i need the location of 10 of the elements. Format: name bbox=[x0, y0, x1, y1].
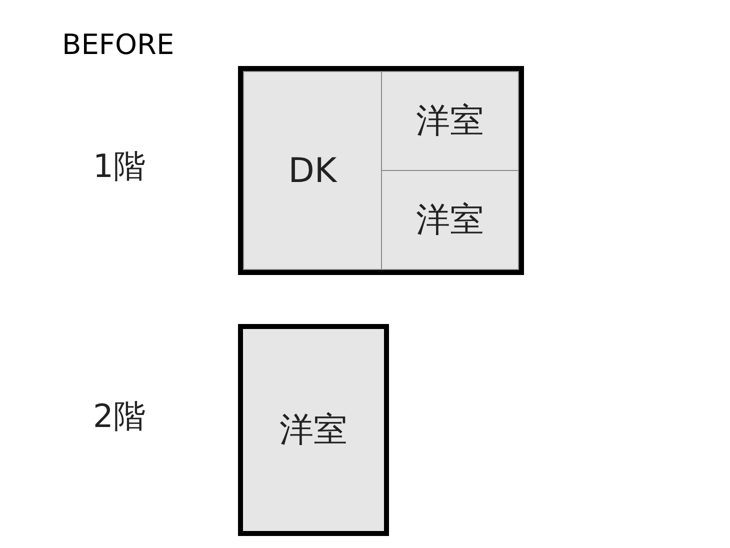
room-box bbox=[381, 170, 519, 270]
floor-label: 1階 bbox=[93, 146, 146, 187]
room-box bbox=[381, 71, 519, 171]
room-label: 洋室 bbox=[416, 199, 484, 242]
room-box bbox=[243, 71, 382, 270]
room-label: 洋室 bbox=[280, 409, 348, 452]
title: BEFORE bbox=[62, 28, 174, 61]
room-label: 洋室 bbox=[416, 100, 484, 143]
floor-label: 2階 bbox=[93, 396, 146, 437]
room-label: DK bbox=[288, 150, 337, 190]
